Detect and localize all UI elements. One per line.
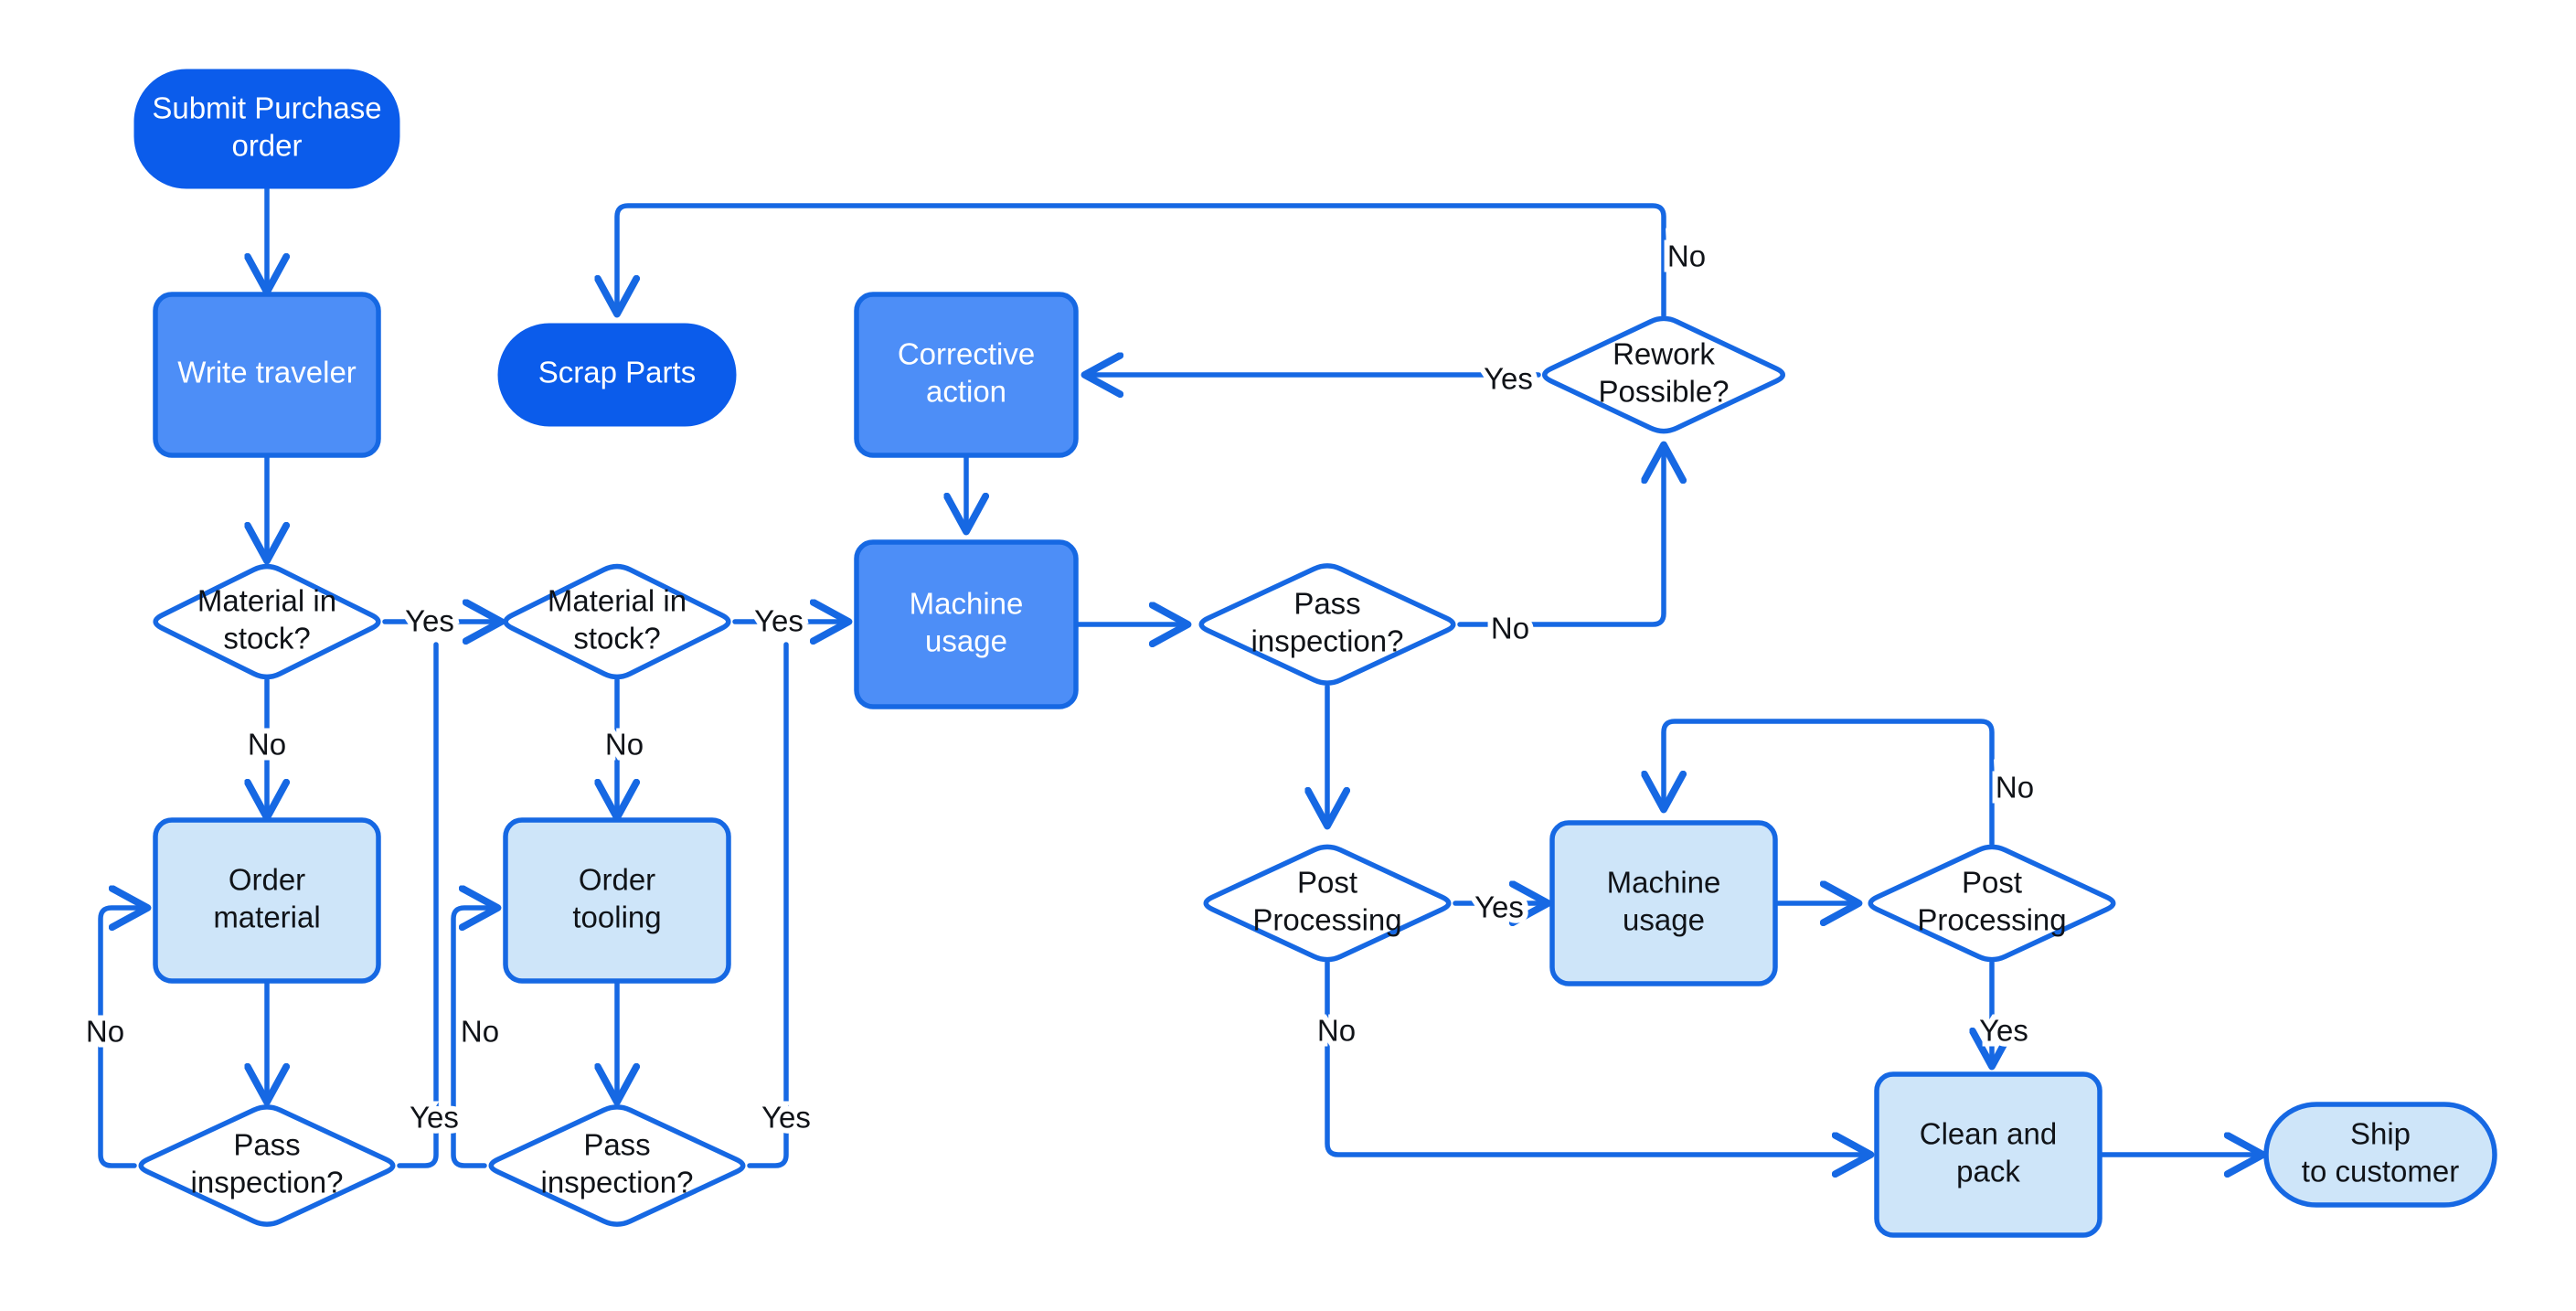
edge-label-halo: No [1491,612,1529,645]
edge-label-halo: No [1667,240,1706,273]
edge-label-lbl_no_pi2: No [461,1015,499,1049]
edge-label-lbl_no_ms2: No [605,728,644,762]
edge-label-lbl_no_ms1: No [248,728,286,762]
edge-label-lbl_yes_pp2: Yes [1979,1014,2028,1048]
edge-label-lbl_yes_ms1: Yes [405,604,454,638]
edge-postproc1-no [1325,960,1868,1155]
edge-label-halo: Yes [1474,890,1524,924]
edge-label-halo: Yes [405,604,454,638]
edge-label-lbl_no_pi3: No [1491,612,1529,645]
edge-label-halo: Yes [410,1101,459,1135]
edge-label-halo: No [86,1015,124,1049]
edge-label-lbl_no_pi1: No [86,1015,124,1049]
edge-label-halo: Yes [1979,1014,2028,1048]
edge-label-halo: No [1996,771,2034,805]
edge-pass3-no [1457,448,1664,627]
edge-label-halo: Yes [1484,362,1533,396]
edge-label-halo: Yes [754,604,804,638]
node-scrap_parts[interactable]: Scrap Parts [497,323,737,427]
edge-layer [98,185,2260,1168]
edge-label-layer: YesYesNoNoNoNoYesYesYesYesNoNoNoNoYesYes… [80,234,2039,1140]
edge-label-lbl_yes_pp1: Yes [1474,890,1524,924]
edge-rework-no [617,203,1666,318]
edge-label-halo: No [461,1015,499,1049]
edge-label-lbl_yes_ms2: Yes [754,604,804,638]
edge-pass1-no-loop [98,908,144,1168]
node-label-scrap_parts: Scrap Parts [538,356,696,389]
edge-label-lbl_no_rework: No [1667,240,1706,273]
edge-label-lbl_no_pp1: No [1317,1014,1356,1048]
edge-pass1-yes [397,642,439,1168]
node-write_traveler[interactable]: Write traveler [153,292,381,458]
node-label-write_traveler: Write traveler [177,356,357,389]
edge-label-halo: No [605,728,644,762]
edge-label-halo: No [1317,1014,1356,1048]
edge-pass2-no-loop [451,908,495,1168]
edge-label-halo: No [248,728,286,762]
edge-label-lbl_yes_rework: Yes [1484,362,1533,396]
edge-pass2-yes [747,642,789,1168]
edge-label-lbl_yes_pi1: Yes [410,1101,459,1135]
edge-label-lbl_no_pp2: No [1996,771,2034,805]
edge-postproc2-no [1664,719,1995,847]
edge-label-halo: Yes [761,1101,811,1135]
edge-label-lbl_yes_pi2: Yes [761,1101,811,1135]
